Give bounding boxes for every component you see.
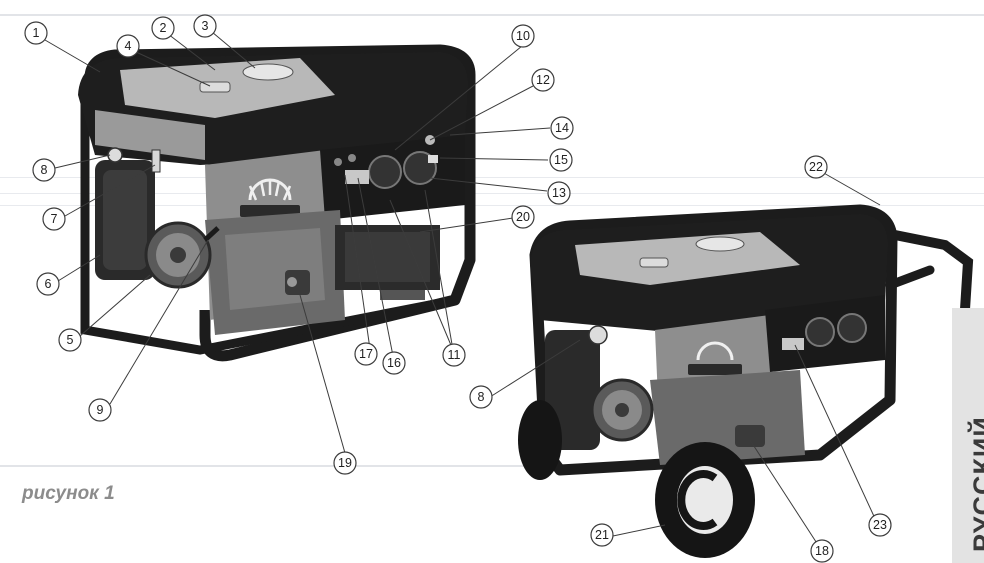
callout-8: 8 [32, 158, 56, 182]
callout-5: 5 [58, 328, 82, 352]
svg-text:18: 18 [815, 544, 829, 558]
svg-text:8: 8 [41, 163, 48, 177]
svg-text:16: 16 [387, 356, 401, 370]
svg-text:19: 19 [338, 456, 352, 470]
svg-text:14: 14 [555, 121, 569, 135]
generator-right [518, 204, 974, 558]
mid-rule-1 [0, 177, 984, 178]
generator-left [78, 44, 476, 362]
callout-7: 7 [42, 207, 66, 231]
callout-9: 9 [88, 398, 112, 422]
mid-rule-3 [0, 205, 984, 206]
callout-2: 2 [151, 16, 175, 40]
svg-text:10: 10 [516, 29, 530, 43]
svg-text:9: 9 [97, 403, 104, 417]
caption-rule [0, 465, 560, 467]
svg-text:23: 23 [873, 518, 887, 532]
svg-text:8: 8 [478, 390, 485, 404]
svg-text:12: 12 [536, 73, 550, 87]
callout-6: 6 [36, 272, 60, 296]
callout-8-right: 8 [469, 385, 493, 409]
callouts: 1 2 3 4 5 6 7 8 9 10 11 12 13 14 15 16 1… [24, 14, 892, 563]
callout-10: 10 [511, 24, 535, 48]
callout-19: 19 [333, 451, 357, 475]
callout-21: 21 [590, 523, 614, 547]
callout-3: 3 [193, 14, 217, 38]
top-rule [0, 14, 984, 16]
language-side-tab [952, 308, 984, 563]
svg-text:2: 2 [160, 21, 167, 35]
mid-rule-2 [0, 193, 984, 194]
callout-1: 1 [24, 21, 48, 45]
leader-lines [44, 31, 881, 549]
svg-text:7: 7 [51, 212, 58, 226]
callout-16: 16 [382, 351, 406, 375]
callout-18: 18 [810, 539, 834, 563]
svg-text:5: 5 [67, 333, 74, 347]
svg-text:6: 6 [45, 277, 52, 291]
svg-text:22: 22 [809, 160, 823, 174]
callout-12: 12 [531, 68, 555, 92]
callout-11: 11 [442, 343, 466, 367]
callout-17: 17 [354, 342, 378, 366]
svg-text:21: 21 [595, 528, 609, 542]
callout-22: 22 [804, 155, 828, 179]
svg-text:4: 4 [125, 39, 132, 53]
svg-text:20: 20 [516, 210, 530, 224]
callout-13: 13 [547, 181, 571, 205]
svg-text:1: 1 [33, 26, 40, 40]
svg-text:13: 13 [552, 186, 566, 200]
svg-text:3: 3 [202, 19, 209, 33]
callout-20: 20 [511, 205, 535, 229]
callout-4: 4 [116, 34, 140, 58]
svg-text:11: 11 [448, 348, 461, 362]
svg-text:17: 17 [359, 347, 373, 361]
callout-15: 15 [549, 148, 573, 172]
language-label: РУССКИЙ [968, 416, 984, 552]
svg-text:15: 15 [554, 153, 568, 167]
callout-14: 14 [550, 116, 574, 140]
figure-caption: рисунок 1 [22, 483, 115, 504]
callout-23: 23 [868, 513, 892, 537]
